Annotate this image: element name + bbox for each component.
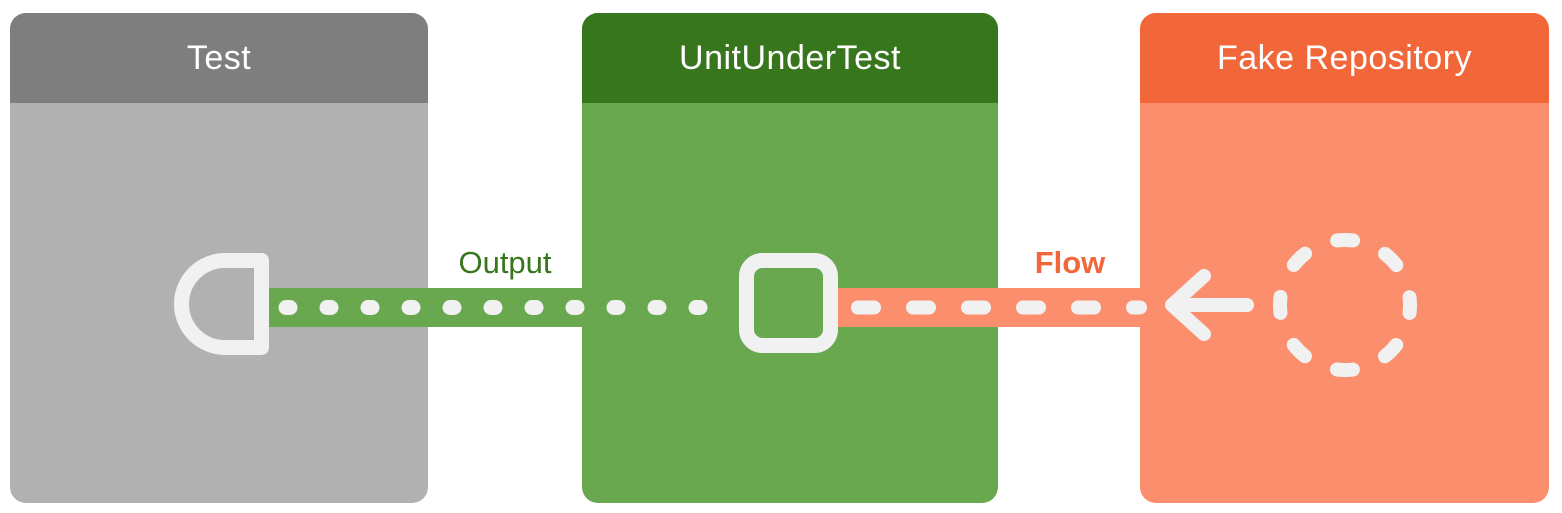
node-fake-repository: Fake Repository — [1140, 13, 1549, 503]
node-unit-under-test-title: UnitUnderTest — [679, 38, 901, 77]
output-connector-label: Output — [458, 245, 552, 280]
node-test-header: Test — [10, 13, 428, 103]
fake-data-source-icon — [1273, 233, 1417, 377]
node-test: Test — [10, 13, 428, 503]
node-fake-repository-header: Fake Repository — [1140, 13, 1549, 103]
output-connector-band — [269, 288, 739, 327]
node-unit-under-test-header: UnitUnderTest — [582, 13, 998, 103]
flow-direction-arrow-icon — [1165, 269, 1254, 341]
node-fake-repository-title: Fake Repository — [1216, 38, 1473, 77]
flow-connector-band — [838, 288, 1149, 327]
flow-connector-label: Flow — [1034, 245, 1106, 280]
output-collector-icon — [174, 253, 269, 355]
node-test-title: Test — [186, 38, 252, 77]
unit-output-port-icon — [739, 253, 838, 353]
node-unit-under-test: UnitUnderTest — [582, 13, 998, 503]
